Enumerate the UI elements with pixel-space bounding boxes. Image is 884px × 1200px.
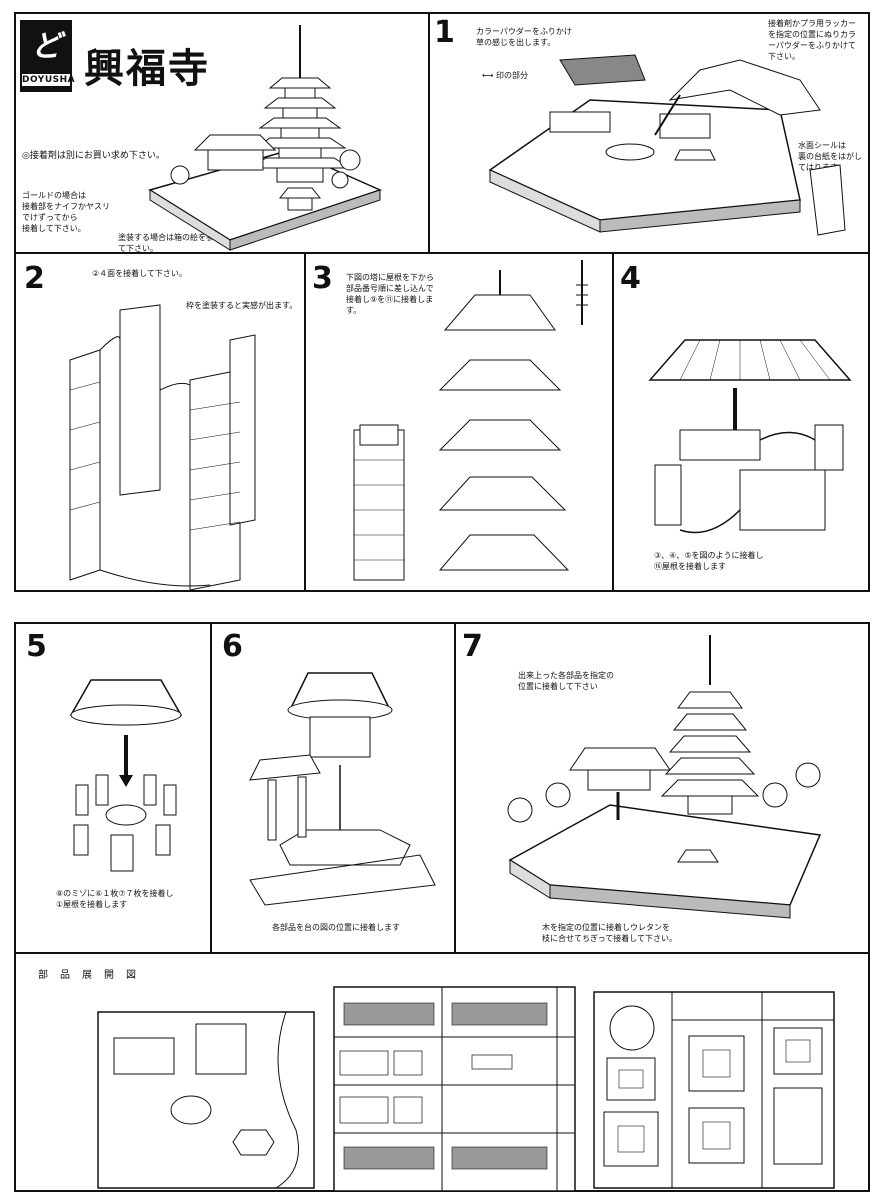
step-7-illustration bbox=[507, 635, 822, 919]
step-4-number: 4 bbox=[620, 261, 641, 296]
logo-brand: DOYUSHA bbox=[22, 74, 76, 86]
step-4-panel bbox=[612, 252, 870, 592]
step-1-illustration bbox=[488, 54, 846, 236]
step-2-text-glue: ②４面を接着して下さい。 bbox=[92, 269, 187, 278]
parts-base-sheet bbox=[97, 1011, 315, 1189]
parts-title: 部品展開図 bbox=[38, 970, 148, 981]
step-3-number: 3 bbox=[312, 261, 333, 296]
step-3-illustration bbox=[353, 260, 588, 581]
step-2-text-frame: 枠を塗装すると実感が出ます。 bbox=[186, 301, 298, 310]
note-gold: ゴールドの場合は 接着部をナイフかヤスリ でけずってから 接着して下さい。 bbox=[22, 191, 110, 233]
step-7-panel bbox=[454, 622, 870, 954]
step-5-number: 5 bbox=[26, 629, 47, 664]
step-6-illustration bbox=[249, 672, 436, 906]
step-2-number: 2 bbox=[24, 261, 45, 296]
note-glue: ◎接着剤は別にお買い求め下さい。 bbox=[22, 151, 165, 161]
step-1-text-lacquer: 接着剤かプラ用ラッカー を指定の位置にぬりカラ ーパウダーをふりかけて 下さい。 bbox=[768, 19, 856, 61]
doyusha-logo: ど DOYUSHA bbox=[20, 20, 76, 92]
temple-overview-illustration bbox=[148, 25, 383, 251]
parts-sprue-2 bbox=[593, 991, 835, 1189]
step-1-text-water-sticker: 水面シールは 裏の台紙をはがし てはります bbox=[798, 141, 862, 172]
step-3-text: 下図の塔に屋根を下から 部品番号順に差し込んで 接着し⑨を⑪に接着しま す。 bbox=[346, 273, 434, 315]
page-title: 興福寺 bbox=[84, 45, 210, 92]
step-5-illustration bbox=[69, 679, 183, 872]
step-5-text: ⑧のミゾに⑥１枚⑦７枚を接着し ①屋根を接着します bbox=[56, 889, 174, 909]
note-paint: 塗装する場合は箱の絵を参考にし て下さい。 bbox=[118, 233, 238, 253]
step-4-text: ③、④、⑤を図のように接着し ⑯屋根を接着します bbox=[654, 551, 764, 571]
step-7-text-place: 出来上った各部品を指定の 位置に接着して下さい bbox=[518, 671, 614, 691]
logo-mark: ど bbox=[31, 29, 61, 64]
step-6-text: 各部品を台の図の位置に接着します bbox=[272, 923, 400, 932]
step-1-text-powder: カラーパウダーをふりかけ 草の感じを出します。 bbox=[476, 27, 572, 47]
parts-sprue-1 bbox=[333, 986, 576, 1192]
step-2-illustration bbox=[69, 304, 256, 591]
step-7-number: 7 bbox=[462, 629, 483, 664]
step-1-number: 1 bbox=[434, 15, 455, 50]
step-6-number: 6 bbox=[222, 629, 243, 664]
step-1-text-marked: ⟷ 印の部分 bbox=[482, 71, 529, 80]
step-7-text-trees: 木を指定の位置に接着しウレタンを 枝に合せてちぎって接着して下さい。 bbox=[542, 923, 678, 943]
step-4-illustration bbox=[648, 339, 852, 534]
